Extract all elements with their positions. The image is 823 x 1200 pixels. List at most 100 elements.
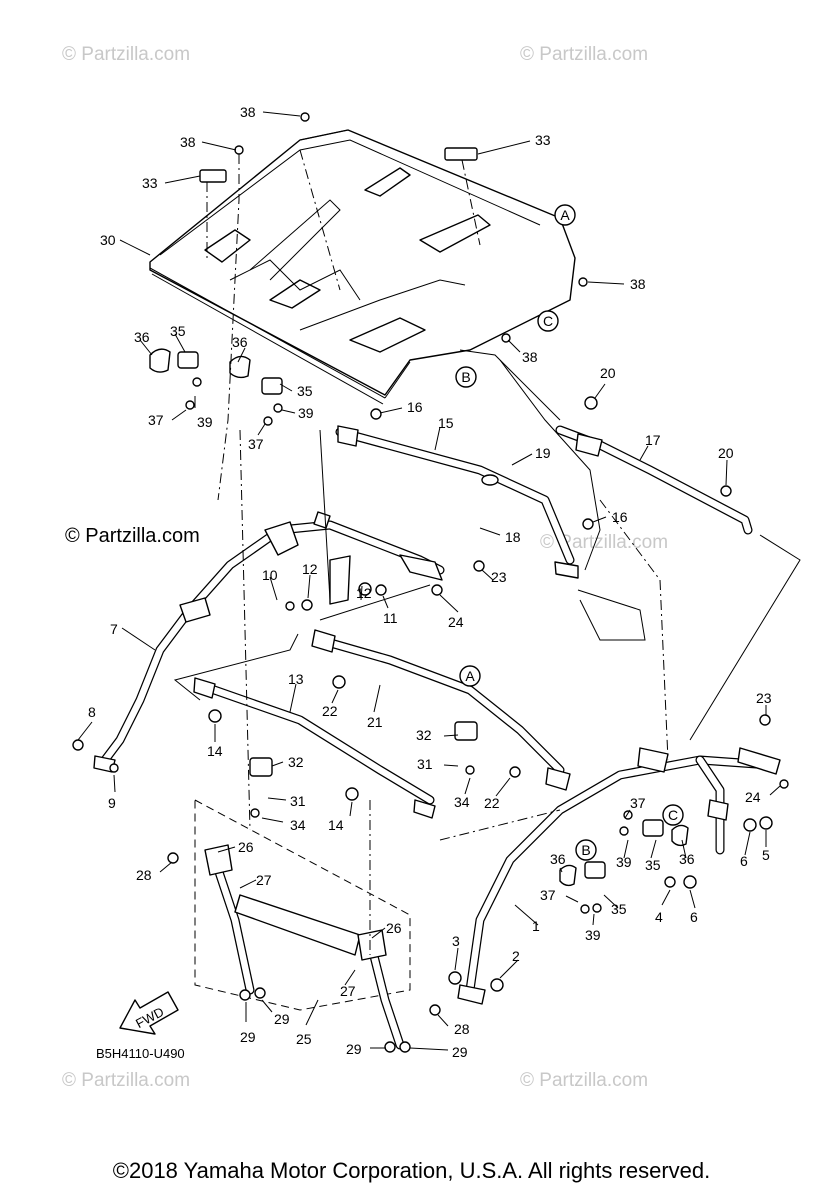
label-7: 7 [110, 621, 118, 637]
diagram-code: B5H4110-U490 [96, 1046, 185, 1061]
label-27-right: 27 [340, 983, 356, 999]
copyright-footer: ©2018 Yamaha Motor Corporation, U.S.A. A… [112, 1158, 711, 1183]
bar-21 [311, 629, 571, 791]
callout-a-mid: A [459, 665, 481, 687]
label-18: 18 [505, 529, 521, 545]
label-24-right: 24 [745, 789, 761, 805]
label-38-left: 38 [180, 134, 196, 150]
rear-bars [335, 425, 753, 579]
label-27-left: 27 [256, 872, 272, 888]
label-24-mid: 24 [448, 614, 464, 630]
watermark-mid-right: © Partzilla.com [540, 532, 668, 553]
callout-b-top: B [455, 366, 477, 388]
label-36-right-bottom: 36 [550, 851, 566, 867]
label-16-right: 16 [612, 509, 628, 525]
roof-panel [149, 129, 576, 405]
label-35-right-top: 35 [645, 857, 661, 873]
label-13: 13 [288, 671, 304, 687]
support-assembly [194, 799, 411, 1050]
label-4: 4 [655, 909, 663, 925]
label-15: 15 [438, 415, 454, 431]
label-22-right: 22 [484, 795, 500, 811]
label-5: 5 [762, 847, 770, 863]
label-17: 17 [645, 432, 661, 448]
svg-text:A: A [465, 668, 475, 684]
label-35-right-bottom: 35 [611, 901, 627, 917]
label-14-left: 14 [207, 743, 223, 759]
label-25: 25 [296, 1031, 312, 1047]
watermark-bottom-left: © Partzilla.com [62, 1070, 190, 1091]
label-10: 10 [262, 567, 278, 583]
label-1: 1 [532, 918, 540, 934]
label-39-right-top: 39 [616, 854, 632, 870]
label-32-right: 32 [416, 727, 432, 743]
label-32-left: 32 [288, 754, 304, 770]
label-28-right: 28 [454, 1021, 470, 1037]
label-leaders [77, 111, 781, 1051]
label-38-mid: 38 [522, 349, 538, 365]
label-9: 9 [108, 795, 116, 811]
label-34-left: 34 [290, 817, 306, 833]
svg-text:B: B [581, 842, 590, 858]
svg-text:C: C [668, 807, 678, 823]
svg-text:C: C [543, 313, 553, 329]
label-37-right-bottom: 37 [540, 887, 556, 903]
label-29-d: 29 [452, 1044, 468, 1060]
label-29-b: 29 [274, 1011, 290, 1027]
label-6-right: 6 [740, 853, 748, 869]
label-26-left: 26 [238, 839, 254, 855]
label-39-right-bottom: 39 [585, 927, 601, 943]
label-6-bottom: 6 [690, 909, 698, 925]
label-26-right: 26 [386, 920, 402, 936]
label-37-left: 37 [148, 412, 164, 428]
label-35-mid: 35 [297, 383, 313, 399]
label-19: 19 [535, 445, 551, 461]
label-38-right: 38 [630, 276, 646, 292]
label-28-left: 28 [136, 867, 152, 883]
label-37-mid: 37 [248, 436, 264, 452]
svg-text:A: A [560, 207, 570, 223]
label-23-right: 23 [756, 690, 772, 706]
label-33-left: 33 [142, 175, 158, 191]
label-36-mid: 36 [232, 334, 248, 350]
label-31-left: 31 [290, 793, 306, 809]
label-37-right: 37 [630, 795, 646, 811]
callout-c-top: C [537, 310, 559, 332]
svg-text:B: B [461, 369, 470, 385]
watermark-main: © Partzilla.com [65, 525, 200, 547]
label-20-top: 20 [600, 365, 616, 381]
rear-frame [457, 747, 781, 1005]
label-12-right: 12 [356, 585, 372, 601]
label-35-left: 35 [170, 323, 186, 339]
leader-lines [173, 149, 801, 955]
label-8: 8 [88, 704, 96, 720]
watermark-top-right: © Partzilla.com [520, 44, 648, 65]
label-31-right: 31 [417, 756, 433, 772]
label-16-top: 16 [407, 399, 423, 415]
label-29-c: 29 [346, 1041, 362, 1057]
label-20-right: 20 [718, 445, 734, 461]
watermark-bottom-right: © Partzilla.com [520, 1070, 648, 1091]
bar-13 [193, 677, 436, 819]
hardware [72, 112, 789, 1053]
callout-b-bottom: B [575, 839, 597, 861]
label-3: 3 [452, 933, 460, 949]
watermark-top-left: © Partzilla.com [62, 44, 190, 65]
label-22-left: 22 [322, 703, 338, 719]
label-34-right: 34 [454, 794, 470, 810]
label-21: 21 [367, 714, 383, 730]
label-12-left: 12 [302, 561, 318, 577]
label-38-top: 38 [240, 104, 256, 120]
label-30: 30 [100, 232, 116, 248]
label-2: 2 [512, 948, 520, 964]
callout-a-top: A [554, 204, 576, 226]
label-23-mid: 23 [491, 569, 507, 585]
fwd-arrow-icon: FWD [119, 991, 179, 1035]
label-11: 11 [383, 610, 398, 626]
callout-c-bottom: C [662, 804, 684, 826]
label-39-mid: 39 [298, 405, 314, 421]
label-29-a: 29 [240, 1029, 256, 1045]
label-39-left: 39 [197, 414, 213, 430]
part-labels: 30 33 38 38 33 38 38 35 36 36 35 39 39 3… [88, 104, 772, 1060]
